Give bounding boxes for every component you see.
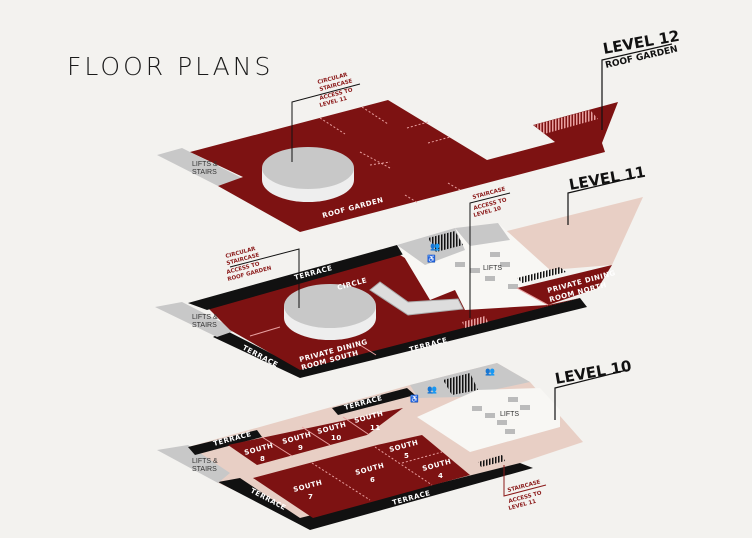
corridor-area — [503, 197, 643, 270]
room-number: 9 — [298, 444, 303, 452]
terrace-top — [188, 245, 408, 310]
level-10-plan[interactable]: 👥 👥 ♿ LIFTS & STAIRS LIFTS TERRACE TERRA… — [157, 357, 633, 530]
toilet-icon: 👥 — [485, 367, 495, 376]
lifts-stairs-area — [157, 148, 242, 186]
room-number: 4 — [438, 472, 443, 480]
level-label-line — [601, 43, 673, 130]
lifts-label: STAIRS — [192, 466, 217, 473]
stairs-icon — [428, 231, 463, 252]
zone-dividers — [249, 287, 549, 356]
wc-area — [455, 223, 510, 246]
callout-line — [291, 83, 361, 162]
stairs-icon — [443, 373, 478, 395]
lifts-core-label: LIFTS — [500, 411, 519, 418]
level-label-line — [554, 369, 628, 420]
room-number: 5 — [404, 452, 409, 460]
lifts-label: LIFTS & — [192, 458, 218, 465]
terrace-top-2 — [332, 388, 415, 415]
lifts-label: LIFTS & — [192, 314, 218, 321]
circular-staircase — [262, 147, 354, 202]
level-11-label: LEVEL 11 — [568, 163, 647, 194]
toilet-icon: 👥 — [430, 242, 440, 251]
stairs-icon — [534, 110, 598, 134]
lift-cars — [455, 252, 518, 289]
terrace-top-1 — [188, 430, 262, 455]
terrace-bottom — [218, 463, 533, 530]
level-10-label: LEVEL 10 — [554, 357, 633, 388]
room-number: 7 — [308, 493, 313, 501]
level-11-plan[interactable]: 👥 ♿ LIFTS & STAIRS LIFTS TERRACE TERRACE… — [155, 163, 647, 378]
accessible-icon: ♿ — [410, 394, 419, 403]
lifts-stairs-area — [155, 302, 237, 337]
pdr-north-room — [517, 265, 612, 305]
callout-line — [503, 465, 547, 497]
lifts-core-label: LIFTS — [483, 265, 502, 272]
lift-cars — [472, 397, 530, 434]
accessible-icon: ♿ — [427, 254, 436, 263]
room-number: 10 — [331, 434, 342, 442]
south-rooms-upper — [228, 408, 403, 465]
level-12-plan[interactable]: LIFTS & STAIRS ROOF GARDEN CIRCULAR STAI… — [157, 27, 681, 232]
room-number: 6 — [370, 476, 375, 484]
terrace-bottom — [213, 298, 587, 378]
circular-staircase — [284, 284, 376, 340]
lifts-stairs-area — [157, 445, 230, 483]
bar-counter — [369, 281, 464, 316]
stairs-icon — [517, 267, 566, 283]
lifts-label: LIFTS & — [192, 161, 218, 168]
stairs-icon — [478, 455, 505, 467]
stairs-icon — [462, 316, 488, 328]
room-number: 8 — [260, 455, 265, 463]
level-label-line — [567, 176, 637, 225]
toilet-icon: 👥 — [427, 385, 437, 394]
zone-dividers — [319, 106, 461, 204]
lifts-label: STAIRS — [192, 322, 217, 329]
room-number: 11 — [370, 424, 381, 432]
south-rooms-lower — [253, 435, 470, 518]
lifts-core — [417, 388, 560, 452]
callout-line — [229, 248, 300, 308]
page-title: FLOOR PLANS — [67, 52, 274, 81]
callout-line — [469, 192, 511, 318]
room-dividers — [261, 416, 443, 501]
lifts-label: STAIRS — [192, 169, 217, 176]
